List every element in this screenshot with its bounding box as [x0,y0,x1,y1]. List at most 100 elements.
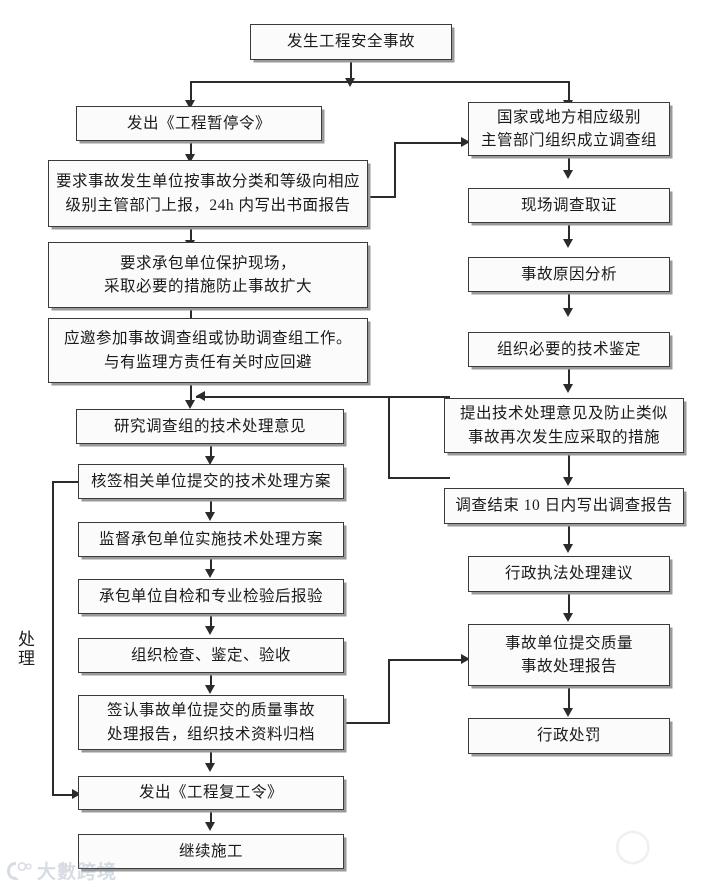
node-establish-investigation-team[interactable]: 国家或地方相应级别 主管部门组织成立调查组 [468,102,670,156]
connector-r6-r7 [568,523,570,549]
node-r7-label: 行政执法处理建议 [504,565,633,583]
arrow-l5-l6 [205,456,215,465]
node-r2-label: 现场调查取证 [520,196,617,214]
node-r9-label: 行政处罚 [536,727,601,745]
node-start[interactable]: 发生工程安全事故 [250,24,452,60]
node-r5-lines: 提出技术处理意见及防止类似 事故再次发生应采取的措施 [451,402,677,449]
node-l12-label: 继续施工 [178,842,243,860]
arrow-l10-l11 [205,763,215,772]
node-propose-measures[interactable]: 提出技术处理意见及防止类似 事故再次发生应采取的措施 [444,398,684,453]
connector-l5-l6 [210,444,212,460]
connector-r5-to-l5 [196,396,390,398]
node-start-label: 发生工程安全事故 [286,33,415,51]
node-l3-line1: 要求承包单位保护现场， [119,254,296,272]
node-r1-lines: 国家或地方相应级别 主管部门组织成立调查组 [475,106,663,153]
arrow-l1-l2 [185,154,195,163]
connector-r1-r2 [568,155,570,175]
node-l1-label: 发出《工程暂停令》 [126,114,271,132]
node-site-evidence[interactable]: 现场调查取证 [468,188,670,223]
arrow-r5-r6 [563,477,573,486]
node-unit-submits-report[interactable]: 事故单位提交质量 事故处理报告 [468,624,670,686]
node-l5-label: 研究调查组的技术处理意见 [113,417,306,435]
arrow-to-r8 [461,654,470,664]
node-r6-label: 调查结束 10 日内写出调查报告 [455,497,673,515]
node-cause-analysis[interactable]: 事故原因分析 [468,257,670,292]
node-r3-label: 事故原因分析 [520,265,617,283]
node-supervise-implementation[interactable]: 监督承包单位实施技术处理方案 [78,522,344,557]
connector-l6-l7 [210,499,212,517]
connector-l1-l2 [190,140,192,158]
arrow-loop-to-l11 [72,789,81,799]
node-investigation-report[interactable]: 调查结束 10 日内写出调查报告 [444,488,684,524]
arrow-l4-l5 [185,400,195,409]
connector-l9-l10 [210,673,212,690]
arrow-r4-r5 [563,384,573,393]
node-self-inspection[interactable]: 承包单位自检和专业检验后报验 [78,579,344,614]
node-technical-appraisal[interactable]: 组织必要的技术鉴定 [468,332,670,367]
node-sign-report-archive[interactable]: 签认事故单位提交的质量事故 处理报告，组织技术资料归档 [78,695,344,750]
arrow-l7-l8 [205,569,215,578]
connector-to-r8 [388,659,466,661]
arrow-split-left [185,100,195,109]
arrow-r7-r8 [563,613,573,622]
connector-split-left [190,81,192,103]
node-l11-label: 发出《工程复工令》 [138,784,283,802]
node-r5-line2: 事故再次发生应采取的措施 [467,428,660,446]
node-countersign-scheme[interactable]: 核签相关单位提交的技术处理方案 [78,464,344,499]
connector-r3-r4 [568,291,570,313]
node-report-requirement[interactable]: 要求事故发生单位按事故分类和等级向相应 级别主管部门上报，24h 内写出书面报告 [48,160,368,227]
connector-r5-down [388,396,390,478]
node-enforcement-suggestion[interactable]: 行政执法处理建议 [468,556,670,592]
background-watermark: ○ [613,819,660,870]
node-r4-label: 组织必要的技术鉴定 [496,340,641,358]
node-r1-line2: 主管部门组织成立调查组 [480,132,657,149]
connector-to-r1 [394,142,466,144]
node-study-opinion[interactable]: 研究调查组的技术处理意见 [76,409,344,444]
arrow-l6-l7 [205,512,215,521]
connector-r8-r9 [568,687,570,713]
node-l10-line2: 处理报告，组织技术资料归档 [106,725,315,743]
node-issue-resumption-order[interactable]: 发出《工程复工令》 [78,776,344,810]
connector-r2-r3 [568,222,570,244]
node-l4-line2: 与有监理方责任有关时应回避 [103,353,312,371]
node-l3-line2: 采取必要的措施防止事故扩大 [103,278,312,295]
connector-l10-out [340,722,390,724]
connector-l10-up [388,659,390,723]
side-label-processing: 处理 [15,630,34,668]
connector-split-horizontal [190,81,569,83]
connector-l3-l4 [190,308,192,324]
node-r8-line2: 事故处理报告 [520,658,617,675]
connector-l2-l3 [190,226,192,244]
node-protect-site[interactable]: 要求承包单位保护现场， 采取必要的措施防止事故扩大 [48,242,368,308]
node-join-investigation[interactable]: 应邀参加事故调查组或协助调查组工作。 与有监理方责任有关时应回避 [48,318,368,383]
node-l9-label: 组织检查、鉴定、验收 [130,646,291,664]
connector-r5-r6 [568,452,570,482]
node-issue-suspension-order[interactable]: 发出《工程暂停令》 [76,106,322,141]
arrow-r5-to-l5 [196,391,205,401]
connector-l2-out [368,196,396,198]
node-organize-acceptance[interactable]: 组织检查、鉴定、验收 [78,638,344,673]
arrow-l11-l12 [205,822,215,831]
connector-l7-l8 [210,557,212,574]
node-l4-line1: 应邀参加事故调查组或协助调查组工作。 [63,330,352,348]
arrow-r6-r7 [563,544,573,553]
connector-loop-vertical [52,481,54,796]
node-l2-line2: 级别主管部门上报，24h 内写出书面报告 [65,196,351,214]
node-administrative-penalty[interactable]: 行政处罚 [468,718,670,754]
connector-l4-l5 [190,383,192,405]
node-l8-label: 承包单位自检和专业检验后报验 [98,587,323,605]
node-l2-lines: 要求事故发生单位按事故分类和等级向相应 级别主管部门上报，24h 内写出书面报告 [55,170,361,217]
node-continue-construction[interactable]: 继续施工 [78,834,344,869]
arrow-to-r1 [461,137,470,147]
connector-split-right [568,81,570,103]
node-l6-label: 核签相关单位提交的技术处理方案 [90,472,331,490]
arrow-r8-r9 [563,708,573,717]
node-r1-line1: 国家或地方相应级别 [496,108,641,126]
node-l10-line1: 签认事故单位提交的质量事故 [106,702,315,720]
connector-l11-l12 [210,809,212,827]
arrow-r2-r3 [563,239,573,248]
node-r8-line1: 事故单位提交质量 [504,634,633,652]
node-l3-lines: 要求承包单位保护现场， 采取必要的措施防止事故扩大 [55,252,361,299]
arrow-l9-l10 [205,685,215,694]
